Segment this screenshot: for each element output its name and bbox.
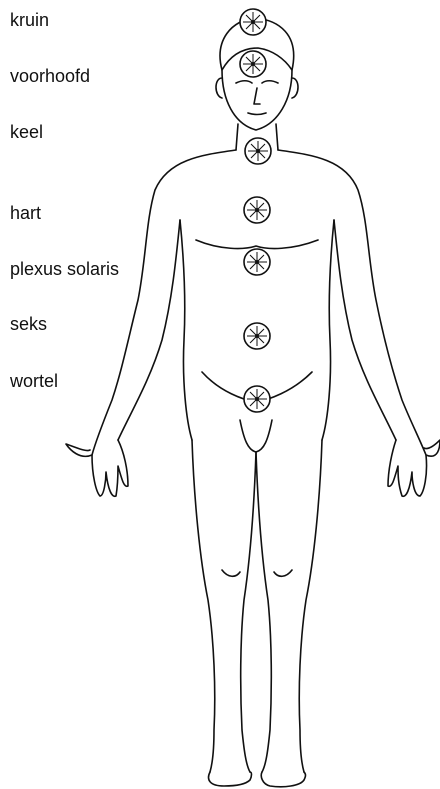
chakra-markers xyxy=(240,9,271,412)
left-leg-outer xyxy=(192,440,215,772)
eyebrows xyxy=(236,81,278,83)
groin xyxy=(240,420,272,452)
chakra-solar-plexus-marker xyxy=(244,249,270,275)
mouth xyxy=(248,113,266,115)
left-leg-inner xyxy=(241,452,256,772)
right-arm-outer xyxy=(278,150,426,455)
torso-left xyxy=(180,220,192,440)
chakra-sacral-marker xyxy=(244,323,270,349)
right-hand xyxy=(388,440,440,496)
left-ear xyxy=(216,78,222,98)
left-hand xyxy=(66,440,128,496)
left-foot xyxy=(209,772,252,786)
knees xyxy=(222,570,292,576)
left-arm-inner xyxy=(118,220,180,440)
head-outline xyxy=(222,70,292,130)
chakra-heart-marker xyxy=(244,197,270,223)
chakra-brow-marker xyxy=(240,51,266,77)
right-foot xyxy=(261,772,305,787)
nose xyxy=(254,88,260,104)
chakra-root-marker xyxy=(244,386,270,412)
right-leg-outer xyxy=(299,440,322,772)
chakra-crown-marker xyxy=(240,9,266,35)
right-arm-inner xyxy=(334,220,396,440)
right-ear xyxy=(292,78,298,98)
chakra-throat-marker xyxy=(245,138,271,164)
right-leg-inner xyxy=(256,452,271,772)
torso-right xyxy=(322,220,334,440)
left-arm-outer xyxy=(92,150,236,455)
chest-line xyxy=(196,240,318,248)
